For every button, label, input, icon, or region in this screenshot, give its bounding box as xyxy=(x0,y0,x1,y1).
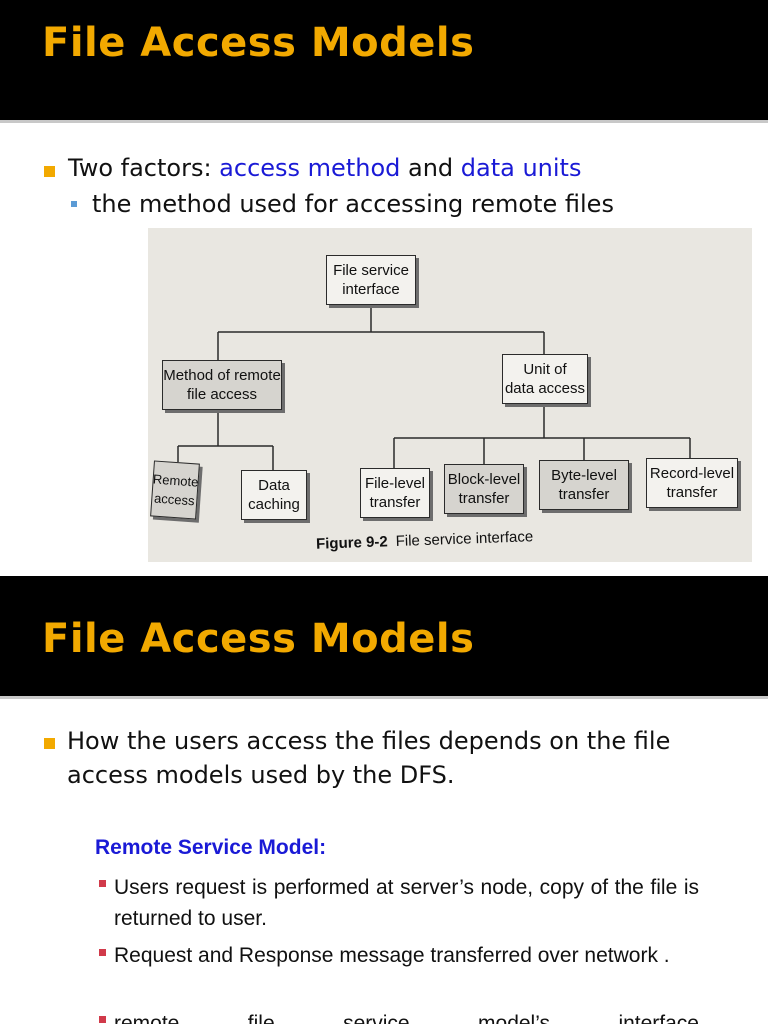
node-line: caching xyxy=(248,496,300,513)
point-marker xyxy=(99,880,106,887)
slide-1: File Access Models Two factors: access m… xyxy=(0,0,768,574)
figure-file-service-interface: File service interface Method of remote fi… xyxy=(148,228,752,562)
node-line: Block-level xyxy=(448,471,521,488)
node-line: File service xyxy=(333,262,409,279)
node-line: Unit of xyxy=(523,361,566,378)
point-marker xyxy=(99,949,106,956)
node-method-of-remote-file-access: Method of remote file access xyxy=(162,360,282,410)
node-line: interface xyxy=(342,281,400,298)
node-file-level-transfer: File-level transfer xyxy=(360,468,430,518)
title-bar: File Access Models xyxy=(0,0,768,120)
node-line: transfer xyxy=(559,486,610,503)
slide-2: File Access Models How the users access … xyxy=(0,576,768,1024)
bullet-marker xyxy=(44,738,55,749)
slide-title: File Access Models xyxy=(42,20,474,66)
node-unit-of-data-access: Unit of data access xyxy=(502,354,588,404)
node-data-caching: Data caching xyxy=(241,470,307,520)
slide-title: File Access Models xyxy=(42,616,474,662)
node-line: Remote xyxy=(152,471,198,489)
node-byte-level-transfer: Byte-level transfer xyxy=(539,460,629,510)
node-record-level-transfer: Record-level transfer xyxy=(646,458,738,508)
node-line: Record-level xyxy=(650,465,734,482)
node-block-level-transfer: Block-level transfer xyxy=(444,464,524,514)
bullet-prefix: Two factors: xyxy=(68,154,219,182)
point-text: remote file service model’s interface & xyxy=(114,1008,699,1024)
node-file-service-interface: File service interface xyxy=(326,255,416,305)
bullet-line-2: access models used by the DFS. xyxy=(67,761,455,789)
section-heading: Remote Service Model: xyxy=(95,836,326,860)
node-line: transfer xyxy=(459,490,510,507)
node-line: Data xyxy=(258,477,290,494)
sub-bullet-marker xyxy=(71,201,77,207)
sub-bullet-text: the method used for accessing remote fil… xyxy=(92,187,614,221)
bullet-text: Two factors: access method and data unit… xyxy=(68,151,581,185)
node-line: file access xyxy=(187,386,257,403)
node-line: Method of remote xyxy=(163,367,281,384)
bullet-marker xyxy=(44,166,55,177)
title-divider xyxy=(0,120,768,123)
point-text: Request and Response message transferred… xyxy=(114,940,699,971)
node-line: transfer xyxy=(667,484,718,501)
node-line: access xyxy=(154,491,195,509)
bullet-middle: and xyxy=(400,154,460,182)
node-line: Byte-level xyxy=(551,467,617,484)
point-text: Users request is performed at server’s n… xyxy=(114,872,699,934)
figure-label: Figure 9-2 xyxy=(316,533,388,552)
node-line: data access xyxy=(505,380,585,397)
bullet-text: How the users access the files depends o… xyxy=(67,724,727,792)
bullet-line-1: How the users access the files depends o… xyxy=(67,727,670,755)
title-divider xyxy=(0,696,768,699)
title-bar: File Access Models xyxy=(0,576,768,696)
access-method-term: access method xyxy=(219,154,400,182)
node-line: transfer xyxy=(370,494,421,511)
data-units-term: data units xyxy=(461,154,582,182)
node-remote-access: Remote access xyxy=(150,460,200,519)
point-marker xyxy=(99,1016,106,1023)
node-line: File-level xyxy=(365,475,425,492)
